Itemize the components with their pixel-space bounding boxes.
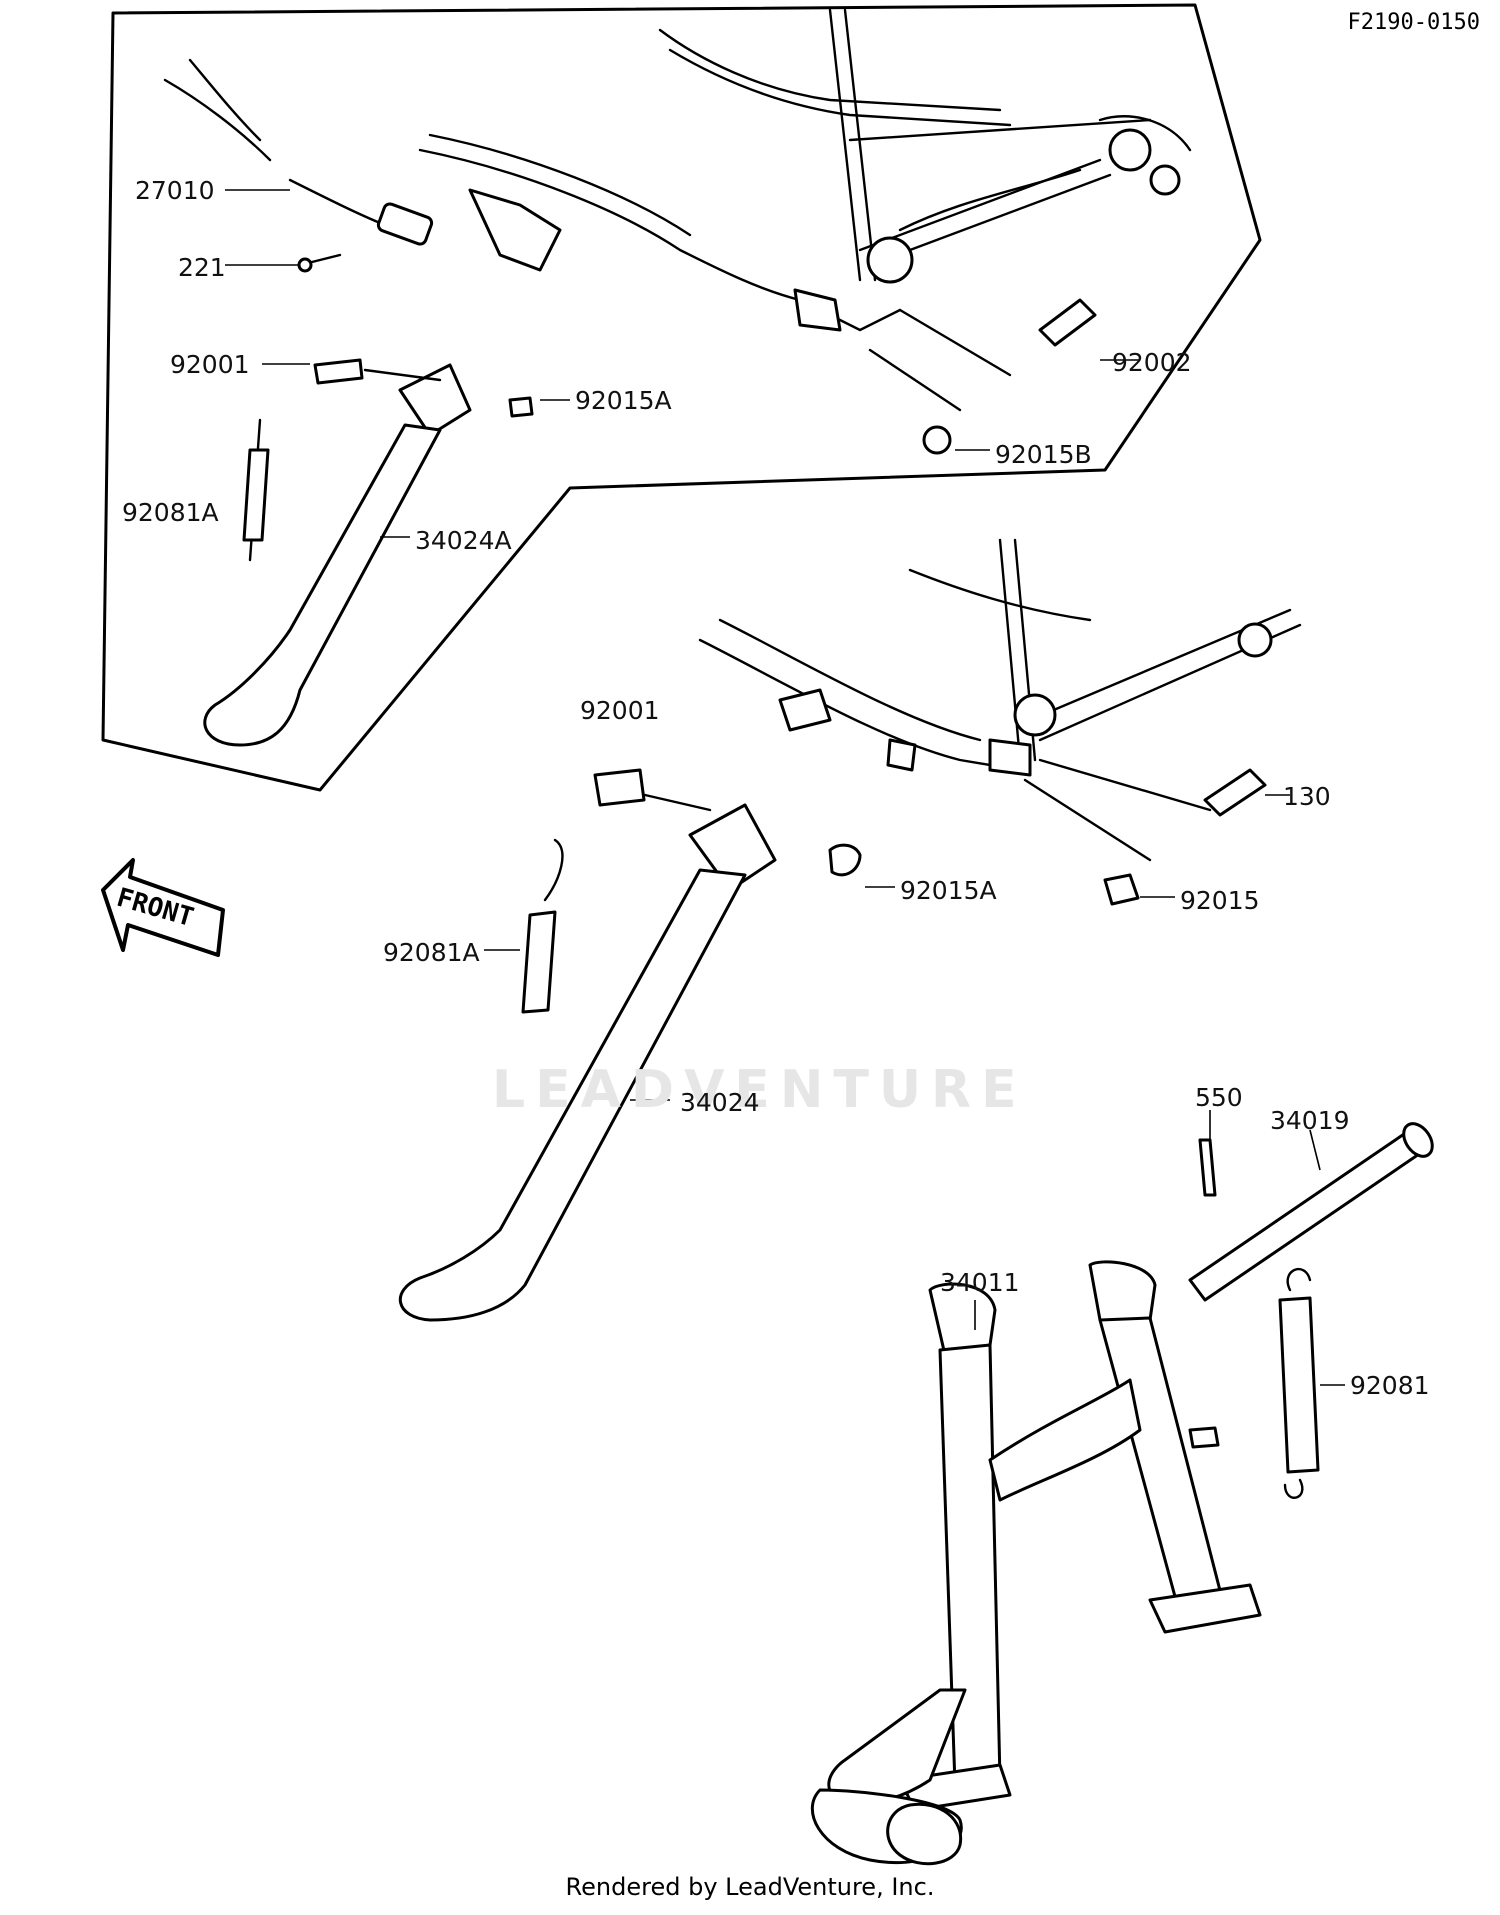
front-direction-arrow: FRONT [98, 855, 228, 965]
label-34011[interactable]: 34011 [940, 1268, 1020, 1297]
label-34019[interactable]: 34019 [1270, 1106, 1350, 1135]
frame-top [418, 8, 1192, 332]
label-92081[interactable]: 92081 [1350, 1371, 1430, 1400]
front-arrow-icon [101, 858, 225, 957]
label-92081A-mid[interactable]: 92081A [383, 938, 480, 967]
label-221[interactable]: 221 [178, 253, 226, 282]
label-92015A-mid[interactable]: 92015A [900, 876, 997, 905]
label-92015B[interactable]: 92015B [995, 440, 1092, 469]
inset-border [101, 3, 1262, 792]
label-550[interactable]: 550 [1195, 1083, 1243, 1112]
label-92081A-top[interactable]: 92081A [122, 498, 219, 527]
footer-credit: Rendered by LeadVenture, Inc. [565, 1873, 935, 1901]
sidestand-34024A [203, 358, 534, 747]
label-92001-mid[interactable]: 92001 [580, 696, 660, 725]
label-92002[interactable]: 92002 [1112, 348, 1192, 377]
frame-middle [698, 538, 1302, 777]
label-130[interactable]: 130 [1283, 782, 1331, 811]
leader-lines [225, 189, 1345, 1386]
center-stand-34011 [810, 1260, 1262, 1866]
label-92015A-top[interactable]: 92015A [575, 386, 672, 415]
fasteners-middle-right [1023, 758, 1267, 906]
sidestand-switch [163, 58, 434, 273]
sidestand-34024 [398, 768, 862, 1322]
spring-92081 [1278, 1268, 1320, 1499]
fasteners-top-right [868, 298, 1097, 455]
label-92001-top[interactable]: 92001 [170, 350, 250, 379]
watermark: LEADVENTURE [492, 1060, 1027, 1120]
label-34024A[interactable]: 34024A [415, 526, 512, 555]
diagram-code: F2190-0150 [1347, 10, 1480, 35]
label-92015[interactable]: 92015 [1180, 886, 1260, 915]
label-27010[interactable]: 27010 [135, 176, 215, 205]
pivot-pin-34019 [1188, 1122, 1434, 1302]
label-34024[interactable]: 34024 [680, 1088, 760, 1117]
